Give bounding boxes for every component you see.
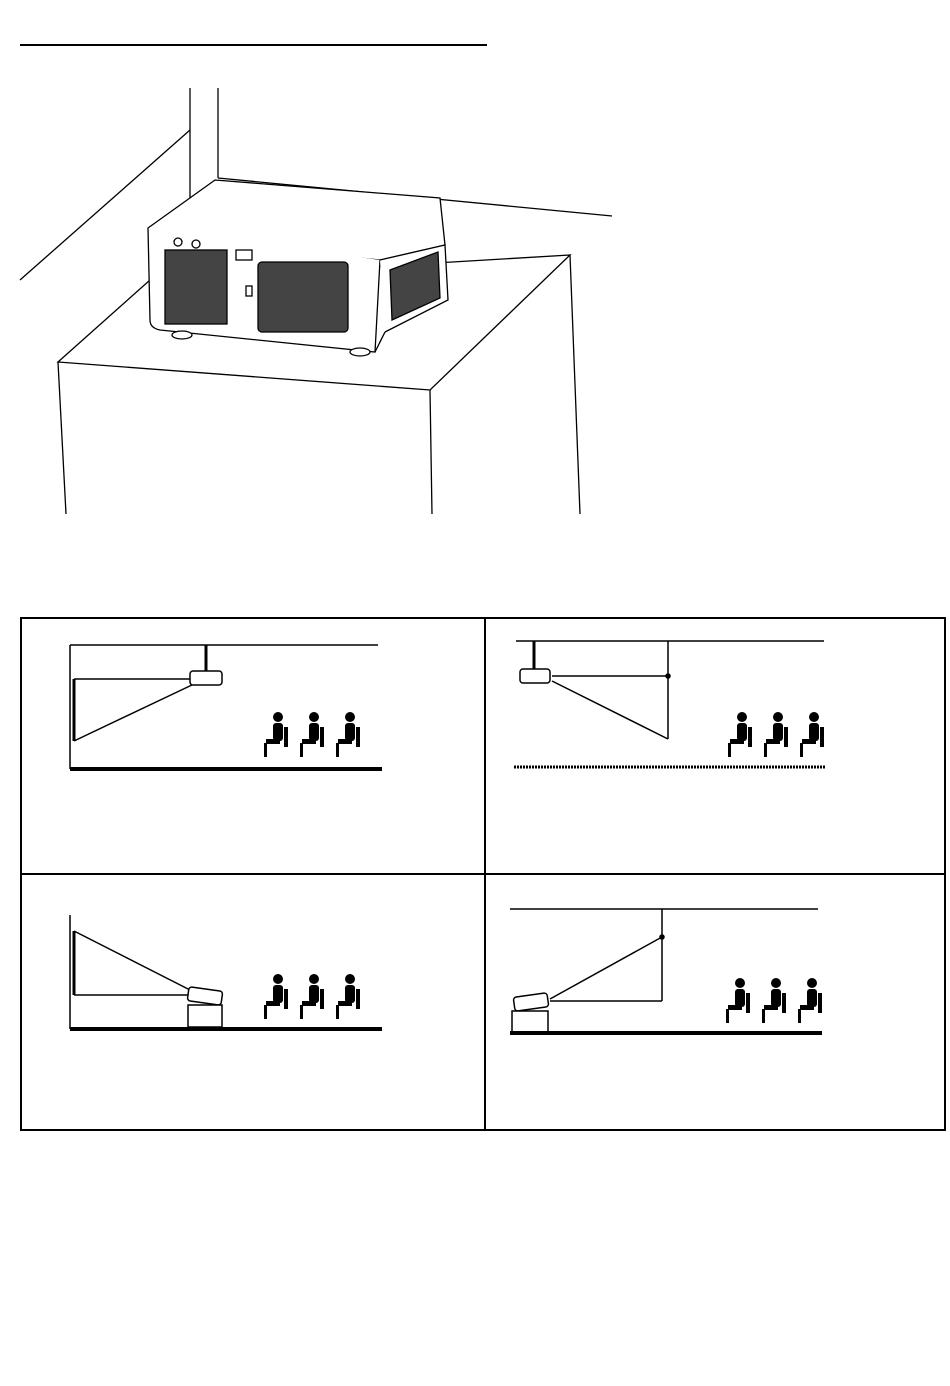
projector-icon	[148, 180, 448, 356]
audience-icon	[726, 978, 822, 1023]
diagram-front-ceiling	[22, 619, 482, 873]
diagram-front-table	[22, 877, 482, 1131]
diagram-rear-table	[486, 877, 946, 1131]
desk-leg-mid	[430, 390, 432, 514]
audience-icon	[264, 712, 360, 757]
projector-on-desk-illustration	[0, 70, 640, 530]
grid-divider-horizontal	[22, 873, 944, 875]
audience-icon	[728, 712, 824, 757]
desk-leg-left	[58, 362, 66, 514]
diagram-rear-ceiling	[486, 619, 946, 873]
installation-diagram-grid	[20, 617, 946, 1131]
audience-icon	[264, 974, 360, 1019]
desk-leg-right	[570, 255, 580, 514]
section-title-rule	[20, 44, 487, 46]
